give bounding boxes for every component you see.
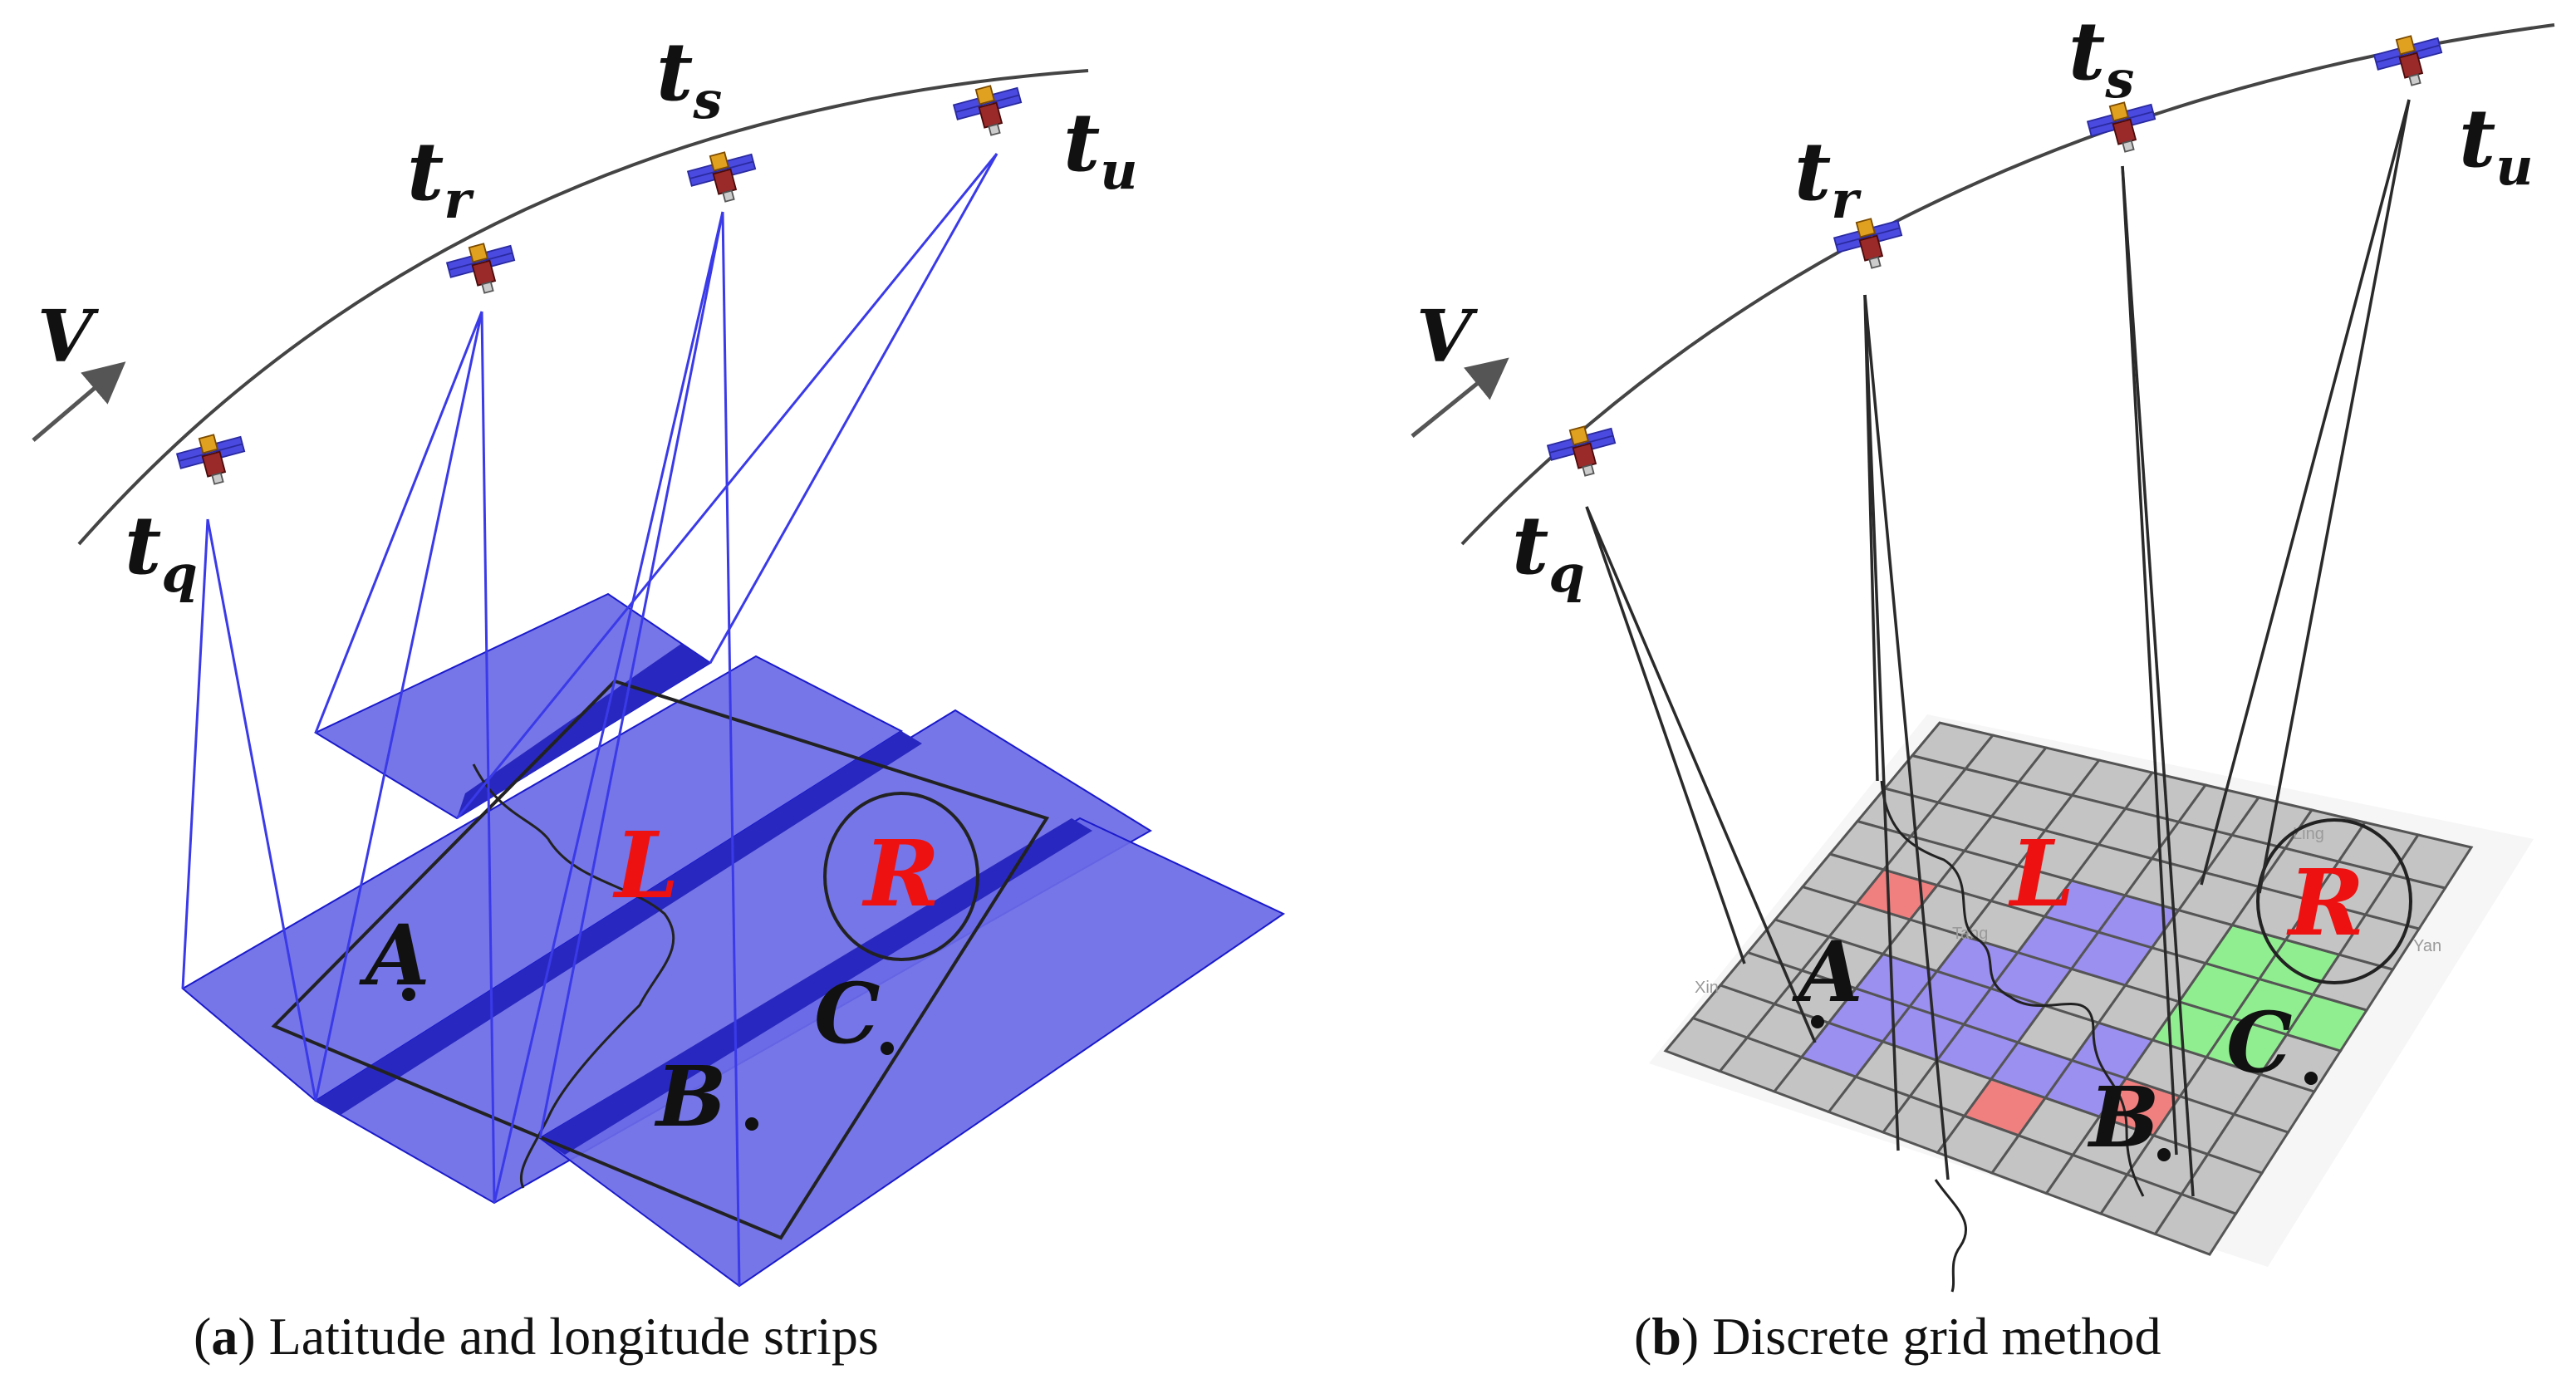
point-b-label: B bbox=[654, 1048, 727, 1146]
region-l-boundary bbox=[1880, 780, 2145, 1197]
point-c-label: C bbox=[814, 964, 881, 1063]
point-b-dot bbox=[2157, 1148, 2171, 1161]
target-region-outline bbox=[271, 679, 1050, 1240]
map-label: Ling bbox=[2293, 825, 2324, 843]
time-label-r: tr bbox=[1794, 125, 1862, 230]
time-label-s: ts bbox=[656, 25, 722, 130]
satellite-icon bbox=[174, 427, 252, 493]
orbit-arc bbox=[77, 69, 1089, 546]
rays-a bbox=[181, 153, 999, 1287]
point-b-label: B bbox=[2087, 1068, 2160, 1166]
velocity-arrow-icon bbox=[32, 361, 126, 442]
velocity-label: V bbox=[37, 295, 100, 379]
point-c-dot bbox=[2304, 1072, 2318, 1085]
orbit-arc bbox=[1460, 23, 2555, 546]
satellite-icon bbox=[2371, 28, 2449, 94]
time-label-u: tu bbox=[2459, 91, 2533, 197]
map-label: Xin bbox=[1695, 979, 1719, 997]
point-c-label: C bbox=[2226, 994, 2293, 1092]
point-b-dot bbox=[745, 1117, 758, 1131]
point-a-label: A bbox=[1792, 923, 1863, 1021]
satellite-icon bbox=[444, 236, 522, 302]
time-label-q: tq bbox=[1512, 498, 1585, 604]
map-label: Yan bbox=[2413, 937, 2441, 955]
satellite-icon bbox=[1544, 419, 1622, 484]
velocity-label: V bbox=[1416, 295, 1479, 379]
overlap-3 bbox=[540, 818, 1092, 1155]
panel-a: V bbox=[32, 25, 1286, 1366]
velocity-arrow-icon bbox=[1411, 357, 1509, 438]
time-label-s: ts bbox=[2068, 4, 2134, 110]
point-a-dot bbox=[402, 988, 415, 1001]
caption-a: (a) Latitude and longitude strips bbox=[194, 1307, 879, 1366]
region-r-circle bbox=[2256, 818, 2412, 984]
point-a-label: A bbox=[359, 906, 430, 1004]
region-l-label: L bbox=[612, 812, 679, 919]
panel-b: V Xin Tang Ling Yan bbox=[1411, 4, 2555, 1366]
rays-b bbox=[1585, 99, 2411, 1197]
region-l-label: L bbox=[2008, 820, 2074, 927]
overlap-2 bbox=[316, 731, 922, 1115]
satellite-icon bbox=[950, 78, 1028, 144]
time-label-u: tu bbox=[1063, 96, 1137, 201]
region-r-label: R bbox=[861, 820, 940, 927]
satellite-icon bbox=[684, 145, 763, 210]
region-r-circle bbox=[823, 792, 979, 961]
caption-b: (b) Discrete grid method bbox=[1634, 1307, 2161, 1366]
grid-cell bbox=[2389, 833, 2474, 890]
time-label-r: tr bbox=[407, 125, 474, 230]
point-c-dot bbox=[881, 1042, 894, 1055]
point-a-dot bbox=[1811, 1015, 1824, 1028]
time-label-q: tq bbox=[125, 498, 198, 604]
region-r-label: R bbox=[2286, 849, 2364, 956]
region-l-boundary-tail bbox=[1934, 1179, 1967, 1293]
region-l-boundary bbox=[472, 763, 675, 1189]
